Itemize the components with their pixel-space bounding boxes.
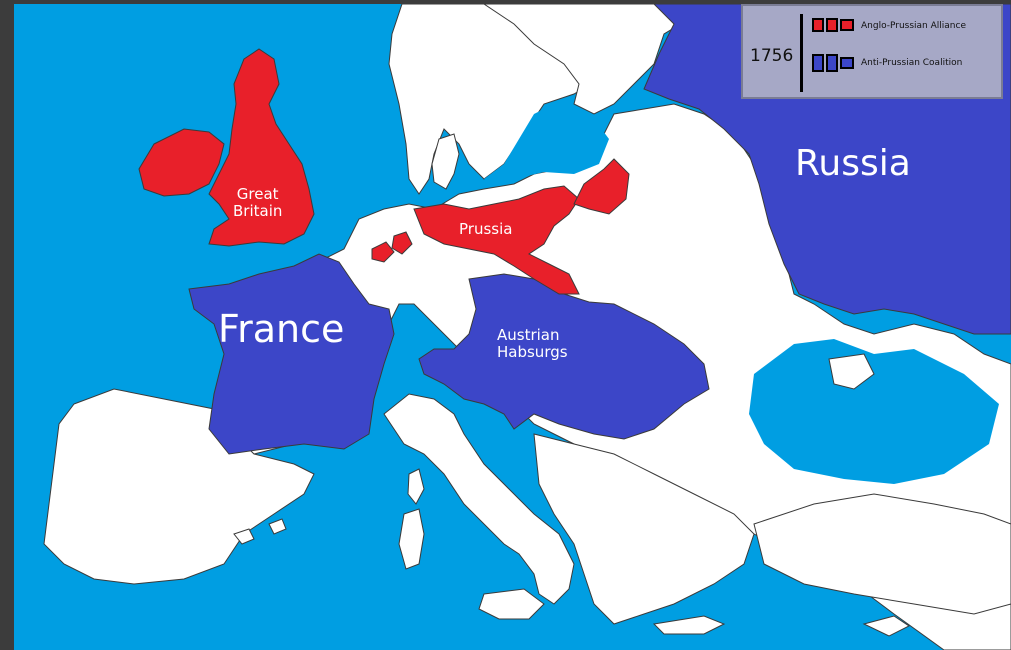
- coalition-swatch-icon: [812, 54, 854, 72]
- cyprus-land: [862, 615, 910, 637]
- label-austria-line2: Habsurgs: [497, 343, 568, 362]
- alliance-swatch-1: [812, 18, 824, 32]
- balkans-land: [533, 433, 755, 625]
- coalition-swatch-2: [826, 54, 838, 72]
- black-sea: [749, 339, 999, 484]
- crimea-land: [828, 353, 875, 390]
- finland-land: [483, 4, 715, 115]
- anatolia-land: [753, 493, 1011, 615]
- cleves-enclave: [371, 241, 395, 263]
- ireland-region: [138, 128, 225, 197]
- map-frame: [14, 4, 1011, 650]
- prussia-region: [413, 185, 580, 295]
- france-region: [188, 253, 395, 455]
- alliance-swatch-icon: [812, 18, 854, 32]
- baltic-sea: [484, 104, 609, 179]
- legend-coalition-label: Anti-Prussian Coalition: [861, 58, 963, 68]
- label-great-britain-line2: Britain: [233, 202, 283, 221]
- legend-alliance-label: Anglo-Prussian Alliance: [861, 21, 966, 31]
- east-prussia-region: [573, 158, 630, 215]
- balearic-islands: [233, 528, 255, 545]
- alliance-swatch-2: [826, 18, 838, 32]
- sardinia-land: [398, 508, 425, 570]
- label-great-britain-line1: Great: [236, 185, 279, 203]
- italy-land: [383, 393, 575, 605]
- balearic-islands-2: [268, 518, 287, 535]
- crete-land: [652, 615, 726, 635]
- europe-map: [14, 4, 1011, 650]
- label-france: France: [218, 307, 345, 351]
- coalition-swatch-1: [812, 54, 824, 72]
- great-britain-region: [208, 48, 315, 247]
- label-austria: Austrian Habsurgs: [497, 326, 568, 362]
- denmark-land: [431, 133, 460, 190]
- alliance-swatch-3: [840, 19, 854, 31]
- label-russia: Russia: [795, 143, 911, 184]
- legend-divider: [800, 14, 803, 92]
- label-great-britain: Great Britain: [233, 185, 283, 221]
- label-austria-line1: Austrian: [497, 326, 560, 344]
- coalition-swatch-3: [840, 57, 854, 69]
- legend: 1756 Anglo-Prussian Alliance Anti-Prussi…: [741, 4, 1003, 99]
- label-prussia: Prussia: [459, 220, 513, 238]
- corsica-land: [407, 468, 425, 505]
- austria-region: [418, 273, 710, 440]
- legend-year: 1756: [750, 46, 794, 66]
- minden-enclave: [391, 231, 413, 255]
- sicily-land: [478, 588, 545, 620]
